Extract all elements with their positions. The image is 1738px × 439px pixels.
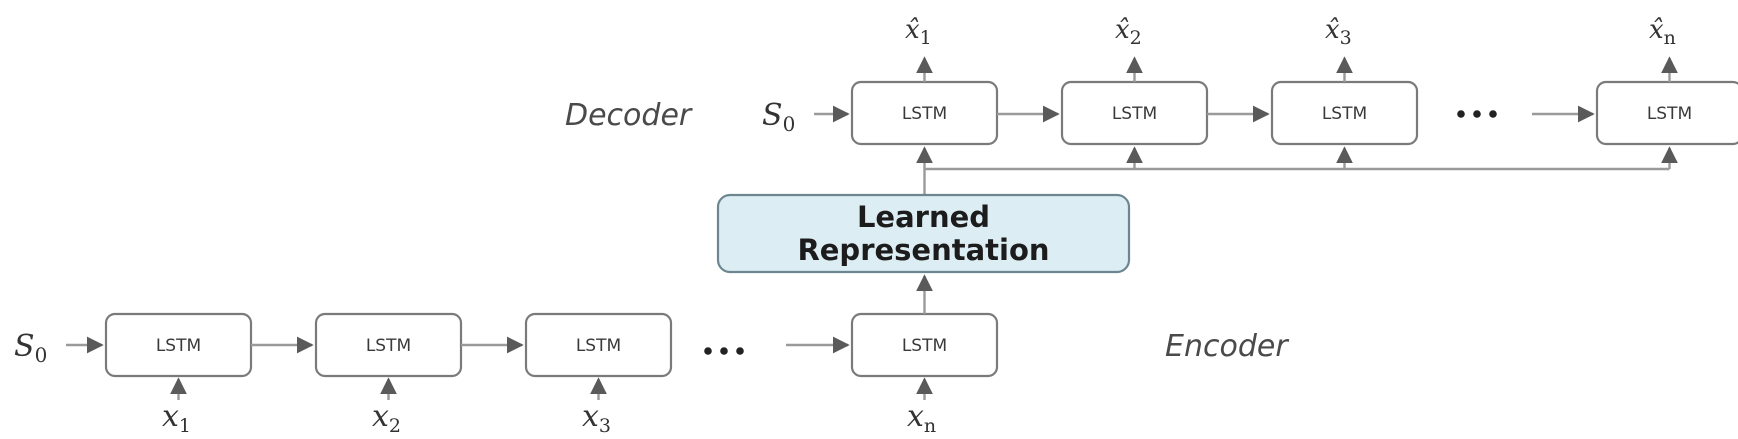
encoder-input-n: xn (907, 399, 936, 437)
decoder-lstm-cell-3-label: LSTM (1322, 104, 1367, 124)
decoder-output-2: x̂2 (1115, 15, 1142, 49)
decoder-lstm-cell-2-label: LSTM (1112, 104, 1157, 124)
encoder-input-2: x2 (372, 399, 401, 437)
decoder-output-n: x̂n (1649, 15, 1676, 49)
decoder-ellipsis (1457, 110, 1497, 118)
learned-representation-line2: Representation (797, 233, 1049, 267)
learned-representation-box (716, 193, 1131, 274)
decoder-row: Decoder S0 LSTM LSTM LSTM LSTM x̂1 x̂2 (565, 15, 1738, 195)
encoder-lstm-cell-3-label: LSTM (576, 336, 621, 356)
encoder-input-3: x3 (582, 399, 611, 437)
encoder-input-1: x1 (162, 399, 191, 437)
decoder-lstm-cell-1-label: LSTM (902, 104, 947, 124)
encoder-lstm-cell-3 (524, 312, 673, 378)
decoder-output-3: x̂3 (1325, 15, 1352, 49)
encoder-row: S0 LSTM LSTM LSTM LSTM x1 x2 x3 xn (14, 274, 1289, 437)
encoder-ellipsis (704, 347, 744, 355)
encoder-lstm-cell-n-label: LSTM (902, 336, 947, 356)
decoder-label: Decoder (565, 98, 693, 133)
decoder-initial-state: S0 (762, 98, 795, 136)
decoder-lstm-cell-n-label: LSTM (1647, 104, 1692, 124)
encoder-initial-state: S0 (14, 329, 47, 367)
encoder-label: Encoder (1165, 329, 1289, 364)
encoder-lstm-cell-2-label: LSTM (366, 336, 411, 356)
learned-representation-node: Learned Representation (716, 193, 1131, 274)
encoder-lstm-cell-1-label: LSTM (156, 336, 201, 356)
learned-representation-line1: Learned (857, 200, 990, 234)
decoder-output-1: x̂1 (905, 15, 932, 49)
